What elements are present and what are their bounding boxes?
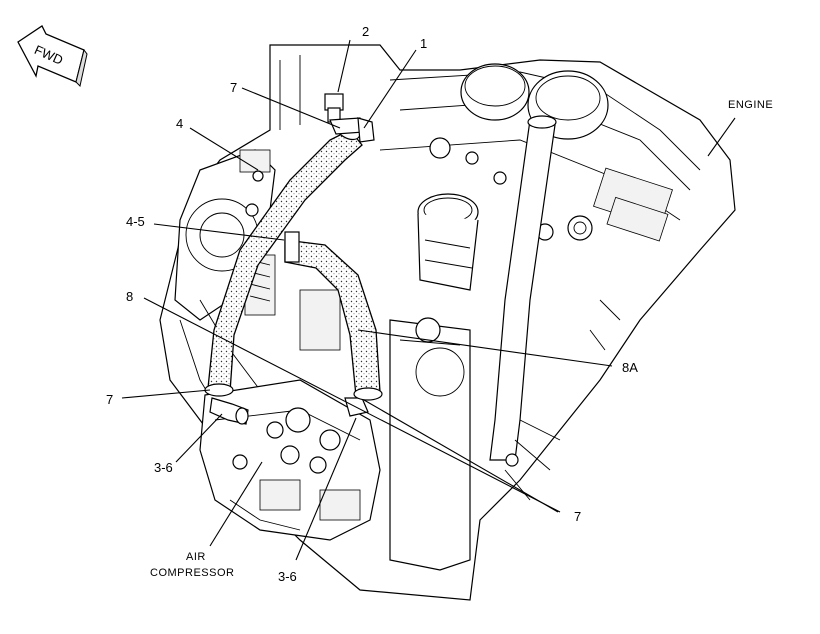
callout-7-top: 7 (230, 80, 237, 95)
hose-8 (207, 129, 363, 393)
fitting-1 (357, 117, 375, 143)
callout-3-6-left: 3-6 (154, 460, 173, 475)
fwd-arrow-icon: FWD (17, 25, 88, 88)
callout-7-right: 7 (574, 509, 581, 524)
engine-label: ENGINE (728, 99, 773, 111)
callout-2: 2 (362, 24, 369, 39)
callout-7-left: 7 (106, 392, 113, 407)
callout-3-6-bottom: 3-6 (278, 569, 297, 584)
air-compressor-label-line2: COMPRESSOR (150, 567, 234, 579)
callout-4-5: 4-5 (126, 214, 145, 229)
leader-lines (121, 39, 736, 561)
callout-1: 1 (420, 36, 427, 51)
elbow-fitting-2 (324, 93, 365, 135)
callout-8: 8 (126, 289, 133, 304)
callout-4: 4 (176, 116, 183, 131)
air-compressor (199, 379, 381, 541)
air-compressor-label-line1: AIR (186, 551, 206, 563)
callout-8a: 8A (622, 360, 638, 375)
